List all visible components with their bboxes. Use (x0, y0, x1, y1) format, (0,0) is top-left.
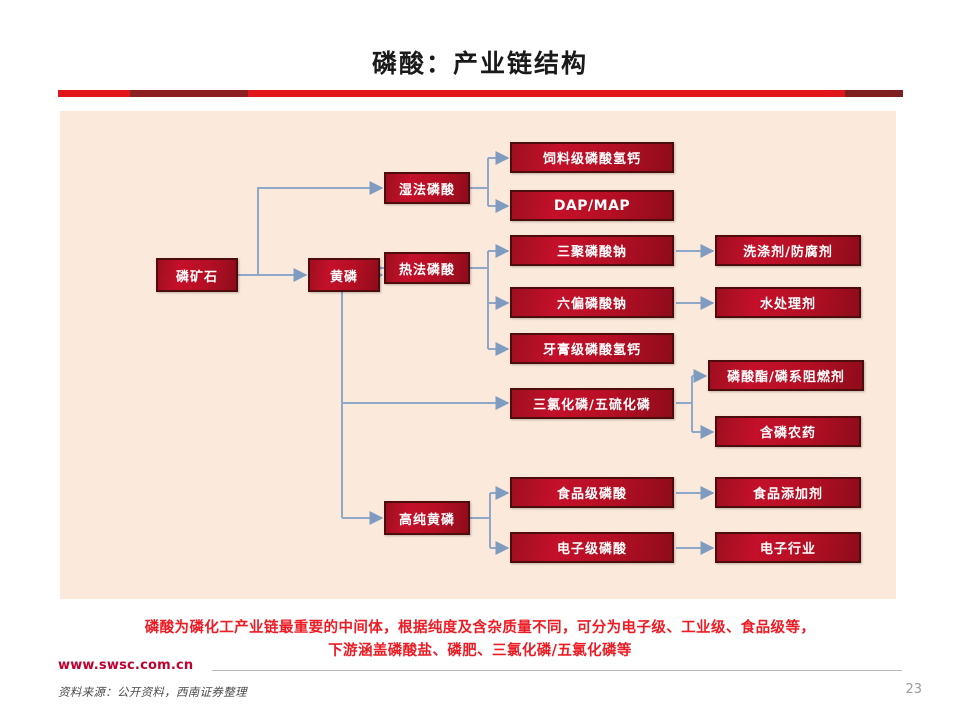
flow-node[interactable]: 湿法磷酸 (384, 172, 470, 204)
flow-node-label: 黄磷 (329, 269, 358, 285)
flow-node[interactable]: 水处理剂 (715, 287, 861, 318)
flow-node[interactable]: 电子级磷酸 (510, 532, 674, 563)
flow-node[interactable]: 洗涤剂/防腐剂 (715, 235, 861, 266)
flow-node-label: 电子行业 (759, 542, 816, 557)
flow-node-label: 水处理剂 (759, 297, 816, 312)
flow-node-label: 六偏磷酸钠 (556, 297, 627, 312)
flow-node-label: 含磷农药 (759, 426, 816, 441)
caption-line-2: 下游涵盖磷酸盐、磷肥、三氯化磷/五氯化磷等 (328, 642, 632, 659)
flow-node[interactable]: 磷酸酯/磷系阻燃剂 (708, 360, 864, 391)
page-title: 磷酸：产业链结构 (371, 49, 588, 78)
summary-caption: 磷酸为磷化工产业链最重要的中间体，根据纯度及含杂质量不同，可分为电子级、工业级、… (48, 616, 912, 662)
divider-dark-segment-right (845, 90, 903, 97)
flow-node-label: 电子级磷酸 (556, 542, 627, 557)
flow-node[interactable]: 磷矿石 (156, 258, 238, 292)
flow-node[interactable]: 食品添加剂 (715, 477, 861, 508)
flow-node-label: 三聚磷酸钠 (556, 245, 627, 260)
flow-node[interactable]: 热法磷酸 (384, 252, 470, 284)
caption-line-1: 磷酸为磷化工产业链最重要的中间体，根据纯度及含杂质量不同，可分为电子级、工业级、… (144, 619, 816, 636)
flow-node-label: 食品添加剂 (752, 487, 823, 502)
flowchart-panel: 磷矿石 黄磷 湿法磷酸热法磷酸高纯黄磷 饲料级磷酸氢钙 DAP/MAP 三聚磷酸钠六偏磷酸… (60, 111, 896, 599)
title-divider-bar (58, 90, 903, 97)
flow-node-label: 三氯化磷/五硫化磷 (533, 398, 651, 413)
flow-node[interactable]: 高纯黄磷 (384, 501, 470, 535)
flow-node-label: 湿法磷酸 (398, 182, 455, 198)
flowchart-connectors (238, 151, 715, 555)
flow-node-label: 洗涤剂/防腐剂 (743, 245, 833, 260)
flow-node[interactable]: 三聚磷酸钠 (510, 235, 674, 266)
flow-node[interactable]: 六偏磷酸钠 (510, 287, 674, 318)
flow-node[interactable]: DAP/MAP (510, 190, 674, 221)
flow-node-label: 磷矿石 (175, 269, 218, 285)
flow-node-label: 牙膏级磷酸氢钙 (542, 343, 641, 358)
footer-website-url[interactable]: www.swsc.com.cn (58, 658, 194, 673)
footer-divider-line (212, 670, 902, 671)
flow-node-label: 热法磷酸 (398, 262, 455, 278)
flow-node[interactable]: 电子行业 (715, 532, 861, 563)
flow-node[interactable]: 牙膏级磷酸氢钙 (510, 333, 674, 364)
flow-node[interactable]: 食品级磷酸 (510, 477, 674, 508)
flow-node-label: 磷酸酯/磷系阻燃剂 (727, 370, 845, 385)
flow-node[interactable]: 三氯化磷/五硫化磷 (510, 388, 674, 419)
flow-node[interactable]: 黄磷 (308, 258, 380, 292)
flow-node[interactable]: 饲料级磷酸氢钙 (510, 142, 674, 173)
footer-source-note: 资料来源：公开资料，西南证券整理 (58, 685, 247, 699)
flow-node-label: 高纯黄磷 (398, 512, 455, 528)
flow-node-label: DAP/MAP (553, 197, 631, 214)
flow-node-label: 饲料级磷酸氢钙 (542, 152, 641, 167)
flow-node[interactable]: 含磷农药 (715, 416, 861, 447)
page-number: 23 (905, 682, 922, 697)
divider-dark-segment-left (130, 90, 248, 97)
flow-node-label: 食品级磷酸 (556, 487, 627, 502)
